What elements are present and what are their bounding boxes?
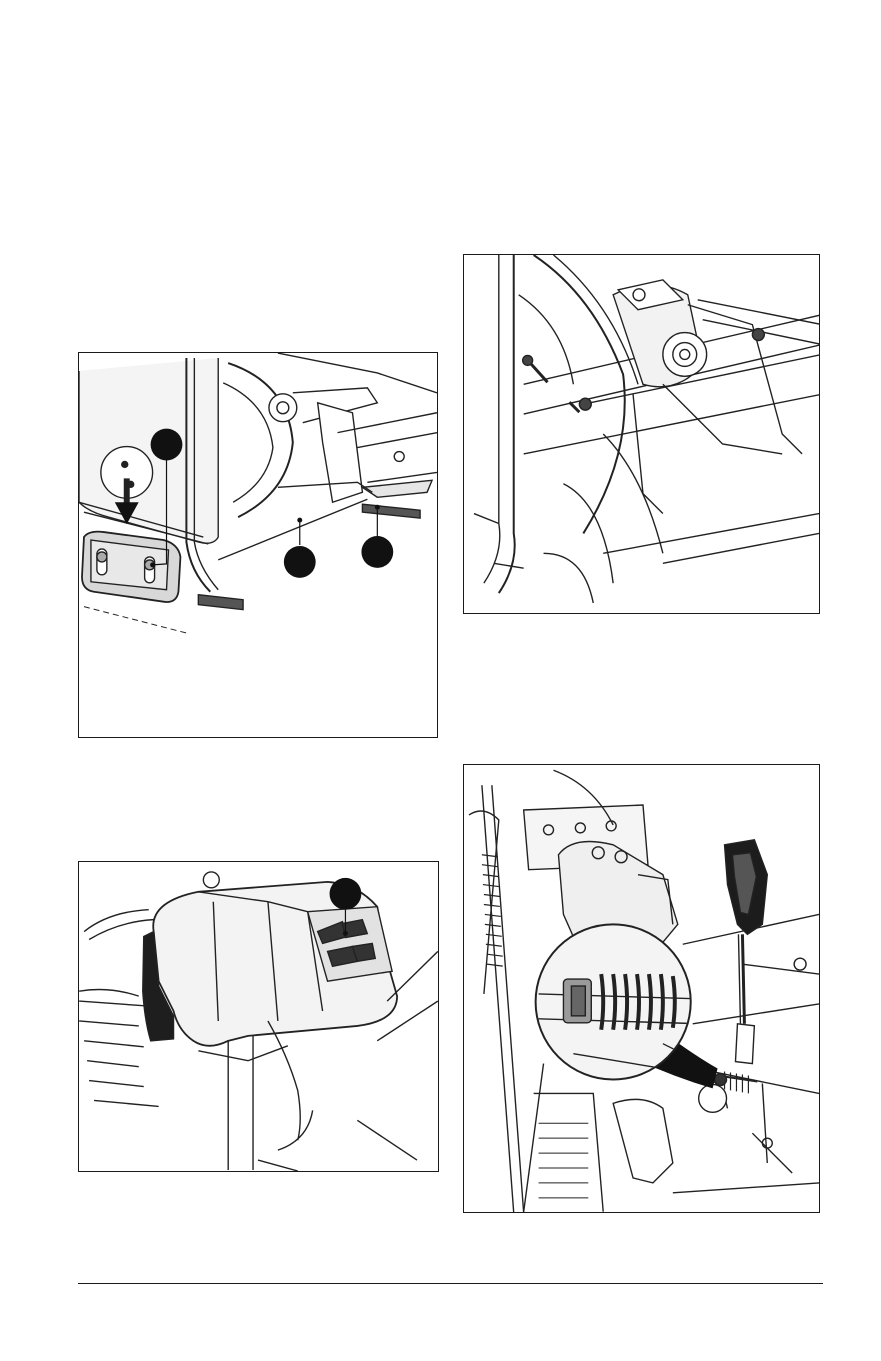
control-lever-drawing	[464, 765, 819, 1212]
auger-housing-drawing	[464, 255, 819, 613]
skid-shoe-drawing	[79, 353, 437, 737]
control-lever-spring-detail-illustration	[463, 764, 820, 1213]
callout-1	[151, 429, 183, 461]
callout-1	[330, 878, 362, 910]
chute-control-housing-illustration	[78, 861, 439, 1172]
callout-3	[361, 536, 393, 568]
skid-shoe-installation-illustration	[78, 352, 438, 738]
chute-control-drawing	[79, 862, 438, 1171]
footer-rule	[78, 1283, 823, 1284]
callout-2	[284, 546, 316, 578]
auger-housing-bolts-illustration	[463, 254, 820, 614]
